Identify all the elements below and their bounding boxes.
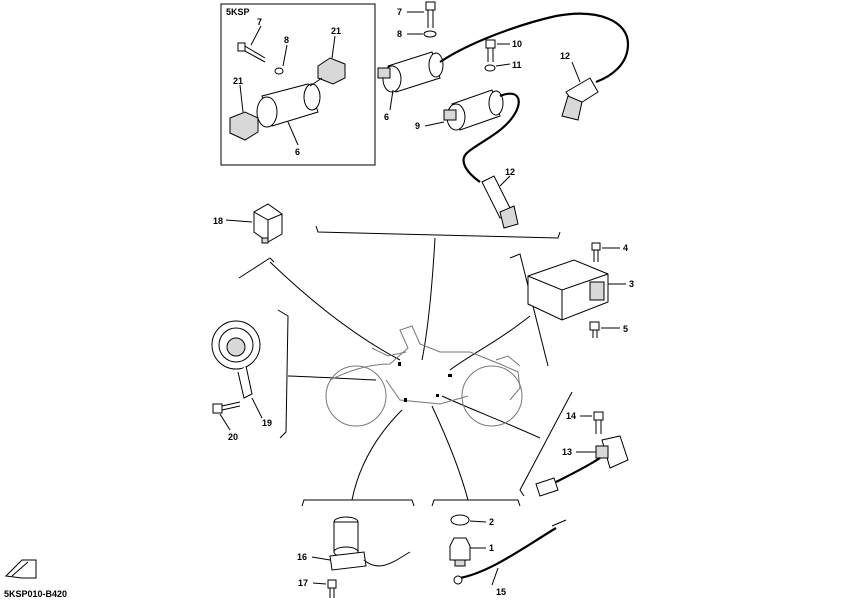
callout-19: 19 <box>262 418 272 428</box>
spark-plug-cap-bottom <box>481 175 519 229</box>
callout-14: 14 <box>566 411 576 421</box>
callout-20: 20 <box>228 432 238 442</box>
motorcycle-outline <box>325 325 523 427</box>
switch-16 <box>329 516 411 571</box>
inset-bolt <box>237 42 266 63</box>
locator-neutral <box>404 398 407 402</box>
callout-7-inset: 7 <box>257 17 262 27</box>
callout-6: 6 <box>384 112 389 122</box>
callout-21-top: 21 <box>331 26 341 36</box>
relay-18 <box>253 203 283 244</box>
horn-19 <box>211 320 261 399</box>
callout-3: 3 <box>629 279 634 289</box>
callout-2: 2 <box>489 517 494 527</box>
screw-5 <box>589 321 600 338</box>
callout-21-left: 21 <box>233 76 243 86</box>
switch-1 <box>449 537 471 567</box>
locator-ecu <box>448 374 452 377</box>
spark-plug-cap-top <box>561 77 599 121</box>
lead-wire-15 <box>453 519 567 585</box>
callout-16: 16 <box>297 552 307 562</box>
callout-9: 9 <box>415 121 420 131</box>
callout-12-bottom: 12 <box>505 167 515 177</box>
figure-code: 5KSP010-B420 <box>4 589 67 599</box>
ignition-coil-6 <box>377 51 444 93</box>
callout-4: 4 <box>623 243 628 253</box>
callout-5: 5 <box>623 324 628 334</box>
screw-17 <box>327 579 337 598</box>
inset-5ksp: 5KSP 7 8 21 21 6 <box>220 3 376 166</box>
washer-11 <box>484 64 496 72</box>
locator-coil <box>398 362 401 366</box>
callout-13: 13 <box>562 447 572 457</box>
ignition-coil-assembly: 7 8 10 11 6 <box>377 1 630 229</box>
screw-14 <box>593 411 604 434</box>
bolt-20 <box>212 401 241 414</box>
ht-lead-long <box>439 12 630 84</box>
inset-washer <box>274 67 284 75</box>
callout-17: 17 <box>298 578 308 588</box>
callout-7: 7 <box>397 7 402 17</box>
sensor-13 <box>535 435 629 497</box>
ht-lead-short <box>462 92 520 183</box>
callout-10: 10 <box>512 39 522 49</box>
inset-ignition-coil <box>256 77 323 128</box>
washer-8 <box>423 30 437 38</box>
locator-sensor <box>436 394 439 397</box>
inset-frame <box>220 3 376 166</box>
callout-1: 1 <box>489 543 494 553</box>
callout-15: 15 <box>496 587 506 597</box>
callout-18: 18 <box>213 216 223 226</box>
ignition-coil-9 <box>443 89 504 131</box>
fwd-arrow-icon <box>4 559 37 579</box>
washer-2 <box>450 514 470 526</box>
inset-title: 5KSP <box>226 7 250 17</box>
callout-6-inset: 6 <box>295 147 300 157</box>
inset-bracket-top <box>317 57 346 85</box>
callout-12-top: 12 <box>560 51 570 61</box>
inset-bracket-left <box>229 111 259 141</box>
callout-8: 8 <box>397 29 402 39</box>
callout-8-inset: 8 <box>284 35 289 45</box>
bolt-7 <box>425 1 436 28</box>
leader-lines <box>238 225 573 507</box>
screw-4 <box>591 242 601 262</box>
bolt-10 <box>485 39 496 62</box>
callout-11: 11 <box>512 60 522 70</box>
igniter-unit-3 <box>527 259 609 321</box>
